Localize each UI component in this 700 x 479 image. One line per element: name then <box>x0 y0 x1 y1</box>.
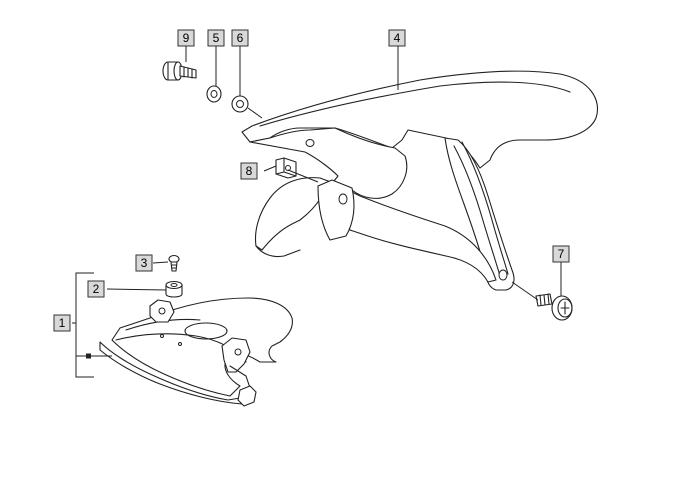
callout-8[interactable]: 8 <box>240 162 258 180</box>
callout-label-3: 3 <box>141 256 148 270</box>
callout-5[interactable]: 5 <box>207 29 225 47</box>
lower-splash-guard-icon[interactable] <box>99 297 293 407</box>
callout-7[interactable]: 7 <box>552 245 570 263</box>
phillips-screw-icon[interactable] <box>535 293 573 321</box>
washer-icon[interactable] <box>206 85 222 103</box>
rear-fender-icon[interactable] <box>241 70 598 291</box>
callout-4[interactable]: 4 <box>388 29 406 47</box>
callout-6[interactable]: 6 <box>231 29 249 47</box>
callout-label-5: 5 <box>213 31 220 45</box>
callout-3[interactable]: 3 <box>135 254 153 272</box>
callout-label-2: 2 <box>93 282 100 296</box>
callout-label-9: 9 <box>183 31 190 45</box>
callout-label-8: 8 <box>246 164 253 178</box>
callout-label-7: 7 <box>558 247 565 261</box>
bracket-marker <box>86 353 91 359</box>
clip-nut-icon[interactable] <box>275 157 297 179</box>
small-screw-icon[interactable] <box>168 254 180 272</box>
callout-1[interactable]: 1 <box>53 314 71 332</box>
callout-9[interactable]: 9 <box>177 29 195 47</box>
leader-lines <box>72 46 562 378</box>
callout-label-1: 1 <box>59 316 66 330</box>
bolt-icon[interactable] <box>162 61 197 81</box>
callout-label-6: 6 <box>237 31 244 45</box>
spacer-bushing-icon[interactable] <box>165 280 183 298</box>
callout-label-4: 4 <box>394 31 401 45</box>
washer-icon[interactable] <box>231 95 249 113</box>
callout-2[interactable]: 2 <box>87 280 105 298</box>
